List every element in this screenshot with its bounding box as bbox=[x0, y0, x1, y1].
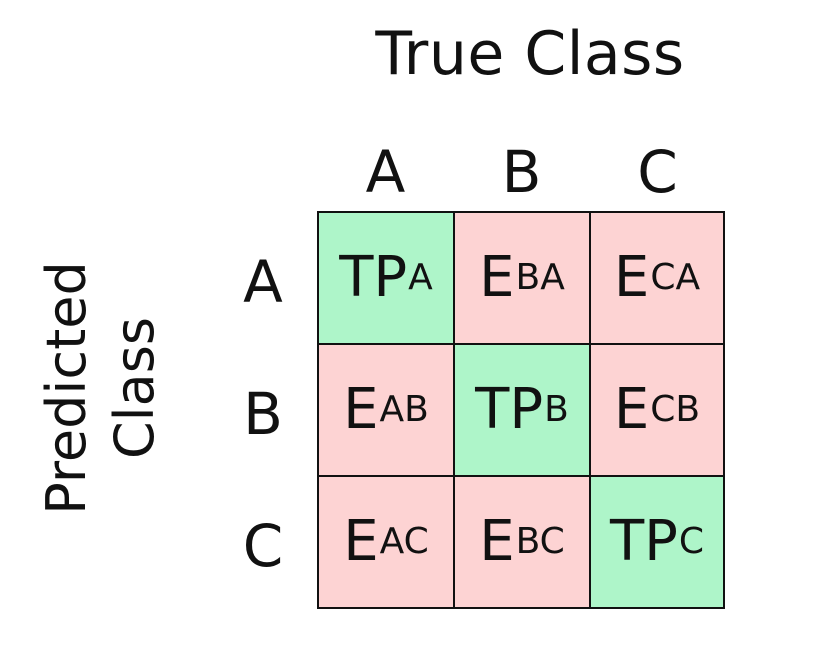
cell-subscript-label: CA bbox=[650, 257, 701, 298]
cell-main-label: E bbox=[613, 377, 650, 442]
column-header-a: A bbox=[365, 138, 406, 206]
cell-subscript-label: AB bbox=[379, 389, 429, 430]
cell-subscript-label: BA bbox=[515, 257, 565, 298]
cell-subscript-label: C bbox=[678, 521, 705, 562]
cell-main-label: E bbox=[479, 509, 515, 574]
row-header-c: C bbox=[242, 512, 284, 580]
cell-subscript-label: BC bbox=[515, 521, 565, 562]
cell-subscript-label: CB bbox=[650, 389, 701, 430]
true-class-title: True Class bbox=[375, 19, 685, 89]
cell-subscript-label: A bbox=[408, 257, 433, 298]
cell-subscript-label: B bbox=[544, 389, 569, 430]
cell-main-label: TP bbox=[339, 245, 408, 310]
cell-main-label: E bbox=[343, 509, 379, 574]
predicted-class-title-line-1: Predicted bbox=[35, 261, 98, 515]
cell-main-label: E bbox=[343, 377, 379, 442]
column-header-b: B bbox=[501, 138, 542, 206]
cell-main-label: TP bbox=[475, 377, 544, 442]
cell-subscript-label: AC bbox=[379, 521, 429, 562]
predicted-class-title-line-2: Class bbox=[103, 316, 166, 460]
column-header-c: C bbox=[637, 138, 678, 206]
row-header-a: A bbox=[243, 248, 283, 316]
predicted-class-title: Predicted Class bbox=[33, 238, 183, 538]
row-header-b: B bbox=[243, 380, 283, 448]
cell-main-label: TP bbox=[609, 509, 678, 574]
cell-main-label: E bbox=[479, 245, 515, 310]
cell-main-label: E bbox=[613, 245, 650, 310]
